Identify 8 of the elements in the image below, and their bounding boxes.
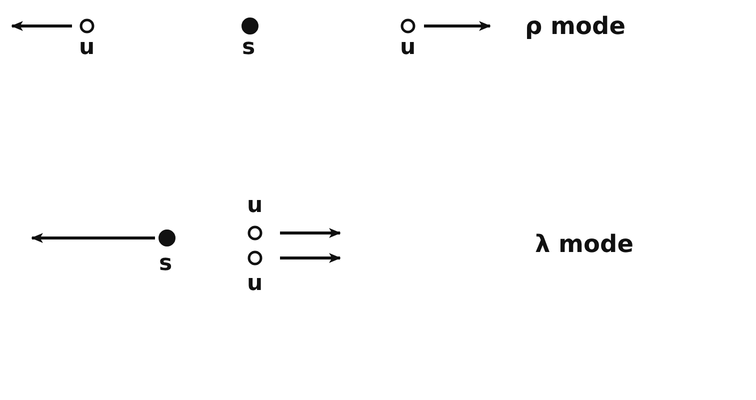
particle-label: u [247,272,263,296]
particle-label: s [159,252,172,276]
particle-label: u [400,36,416,60]
mode-label: ρ mode [525,12,626,40]
particle-label: u [247,194,263,218]
particle-label: u [79,36,95,60]
particle-label: s [242,36,256,60]
mode-label: λ mode [535,230,634,258]
